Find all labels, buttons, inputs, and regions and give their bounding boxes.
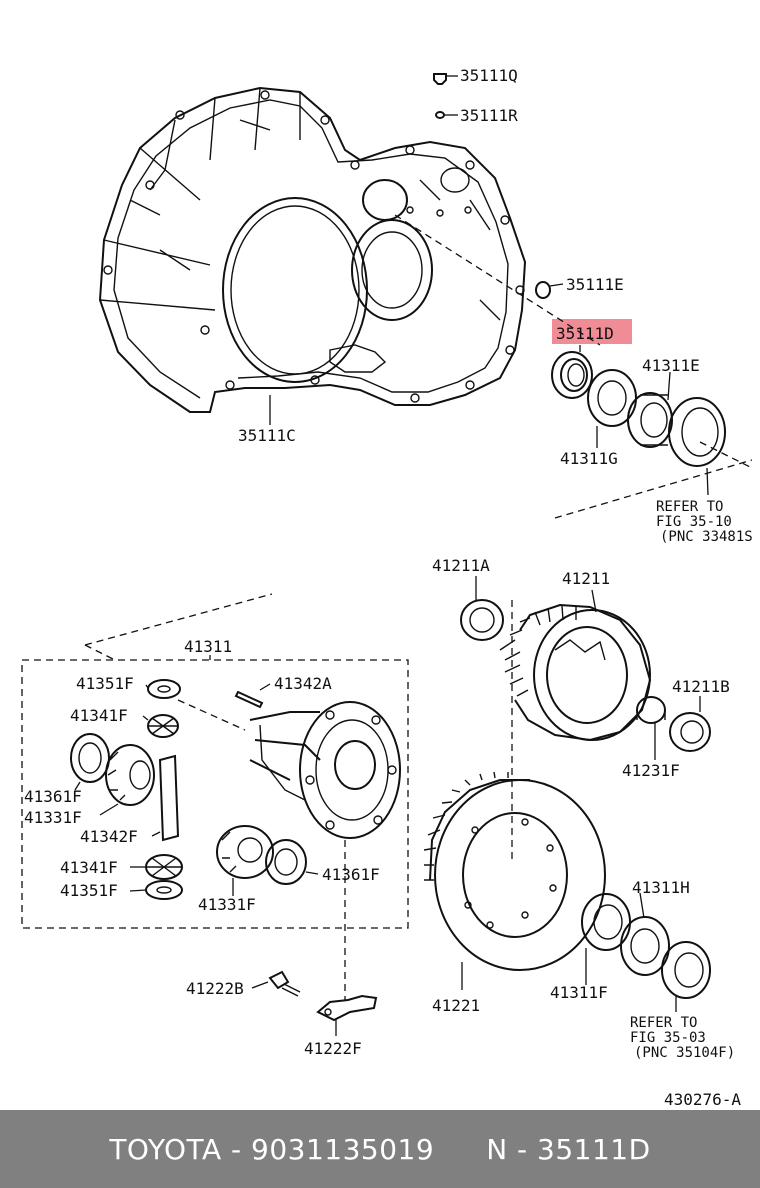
diff-case [249,701,401,839]
lock-plate-41222f [316,994,378,1022]
footer-pnc: N - 35111D [486,1132,651,1166]
oring-35111e [535,281,551,299]
label-41361f-bottom: 41361F [322,865,380,884]
pinion-41341f-bottom [145,854,183,880]
label-41211b: 41211B [672,677,730,696]
label-41341f-bottom: 41341F [60,858,118,877]
washer-41351f-bottom [145,880,183,900]
pinion-41341f-top [147,714,179,738]
label-35111q: 35111Q [460,66,518,85]
parts-diagram: 35111Q 35111R 35111E 35111D 35111C 41311… [21,66,753,1109]
label-41311f: 41311F [550,983,608,1002]
label-41311: 41311 [184,637,232,656]
refer-1-line2: FIG 35-10 [656,514,732,530]
side-gear-41331f-left [105,744,155,806]
gear-41211 [499,603,652,742]
bearing-cup-refer [668,397,726,467]
diagram-code: 430276-A [664,1090,741,1109]
bearing-41231f [636,696,666,724]
drain-plug-35111q [433,73,447,85]
footer-bar: TOYOTA - 9031135019 N - 35111D [0,1110,760,1188]
label-35111c: 35111C [238,426,296,445]
bearing-41311f [581,893,631,951]
refer-2-line1: REFER TO [630,1015,697,1031]
oil-seal-35111d [551,351,593,399]
refer-2-line3: (PNC 35104F) [634,1045,735,1061]
label-41311h: 41311H [632,878,690,897]
label-41331f-left: 41331F [24,808,82,827]
side-gear-41331f-bottom [216,825,274,879]
label-41351f-top: 41351F [76,674,134,693]
label-35111d: 35111D [556,324,614,343]
washer-41361f-left [70,733,110,783]
bearing-41311e [627,392,673,448]
shim-41311h [620,916,670,976]
bearing-41211a [460,599,504,641]
pin-41342a [234,690,264,709]
label-35111r: 35111R [460,106,518,125]
label-41222b: 41222B [186,979,244,998]
washer-41361f-bottom [265,839,307,885]
label-41342f: 41342F [80,827,138,846]
refer-1-line3: (PNC 33481S [660,529,753,545]
bearing-cup-refer2 [661,941,711,999]
refer-2-line2: FIG 35-03 [630,1030,706,1046]
footer-brand-part: TOYOTA - 9031135019 [109,1132,435,1166]
label-41211: 41211 [562,569,610,588]
washer-41351f-top [147,679,181,699]
label-41341f-top: 41341F [70,706,128,725]
refer-1-line1: REFER TO [656,499,723,515]
label-41231f: 41231F [622,761,680,780]
label-35111e: 35111E [566,275,624,294]
ring-gear-41221 [423,771,606,971]
gasket-35111r [435,111,445,119]
label-41361f-left: 41361F [24,787,82,806]
bearing-41211b [669,712,711,752]
label-41222f: 41222F [304,1039,362,1058]
label-41311g: 41311G [560,449,618,468]
label-41351f-bottom: 41351F [60,881,118,900]
shaft-41342f [158,754,180,842]
label-41342a: 41342A [274,674,332,693]
transaxle-housing [98,86,527,413]
label-41211a: 41211A [432,556,490,575]
bolt-41222b [268,970,301,997]
callout-labels: 35111Q 35111R 35111E 35111D 35111C 41311… [24,66,753,1109]
label-41311e: 41311E [642,356,700,375]
label-41331f-bottom: 41331F [198,895,256,914]
label-41221: 41221 [432,996,480,1015]
